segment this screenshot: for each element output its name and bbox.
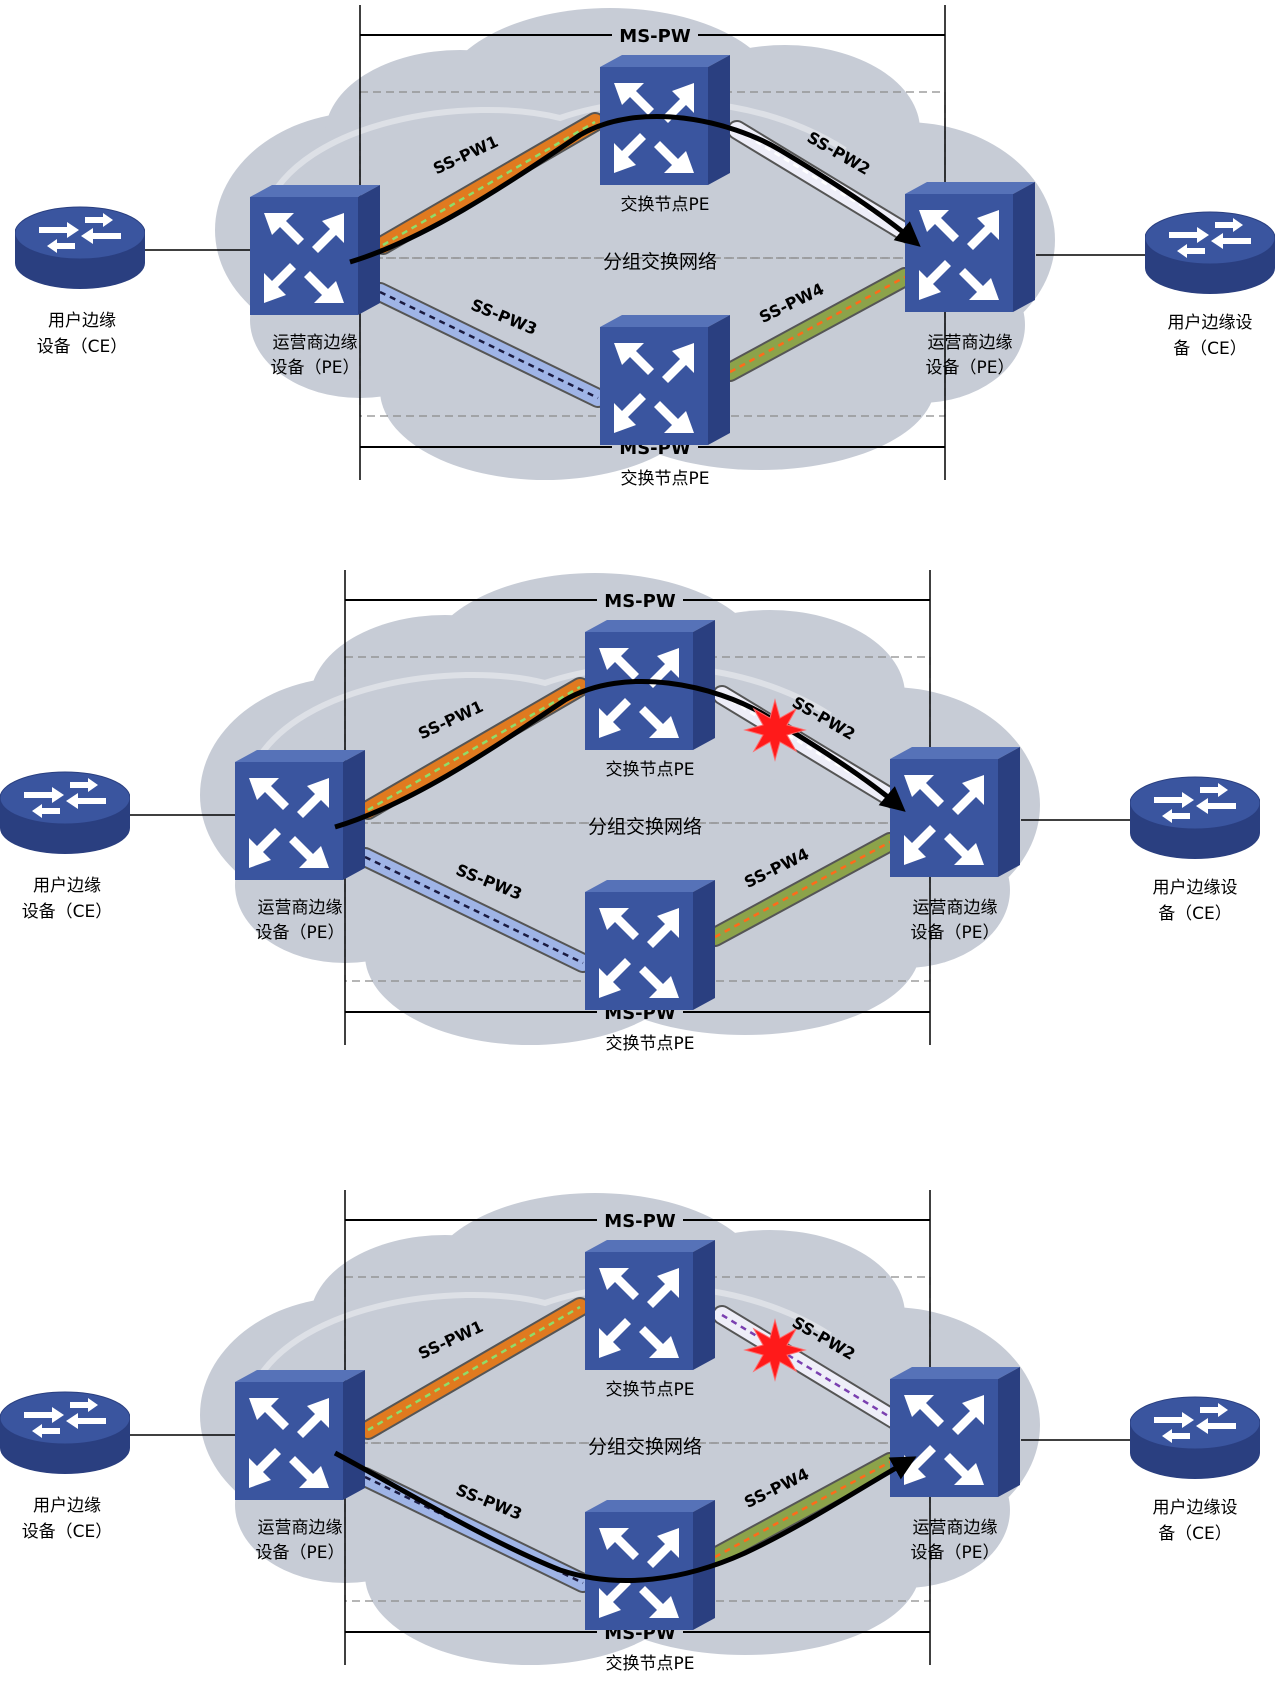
network-label: 分组交换网络 [588,816,702,838]
pseudowire-ss-pw3 [355,847,593,973]
pe-left-label-line2: 设备（PE） [271,358,360,378]
ce-left-label-line1: 用户边缘 [48,311,116,331]
ce-right-label-line1: 用户边缘设 [1153,878,1238,898]
ce-router-right-icon [1130,776,1260,860]
switch-node-pe-bottom-icon [585,880,715,1010]
pe-left-label-line1: 运营商边缘 [273,333,358,353]
ce-router-left-icon [0,771,130,855]
pe-right-label-line1: 运营商边缘 [913,898,998,918]
pseudowire-ss-pw1 [373,112,605,255]
network-label: 分组交换网络 [588,1436,702,1458]
ms-pw-bracket: MS-PW [360,26,945,47]
switch-pe-top-label: 交换节点PE [621,195,710,215]
switch-pe-top-label: 交换节点PE [606,1380,695,1400]
pe-right-label-line1: 运营商边缘 [913,1518,998,1538]
pseudowire-ss-pw1 [358,677,590,820]
ce-router-left-icon [15,206,145,290]
ms-pw-bracket: MS-PW [345,1211,930,1232]
pe-left-label-line2: 设备（PE） [256,1543,345,1563]
ce-router-right-icon [1145,211,1275,295]
switch-pe-top-label: 交换节点PE [606,760,695,780]
pseudowire-ss-pw4 [720,267,915,382]
switch-pe-bottom-label: 交换节点PE [621,469,710,489]
ms-pw-label: MS-PW [604,1211,676,1232]
pe-left-label-line2: 设备（PE） [256,923,345,943]
switch-node-pe-bottom-icon [585,1500,715,1630]
pe-device-right-icon [890,1367,1020,1497]
pe-device-right-icon [905,182,1035,312]
ce-right-label-line1: 用户边缘设 [1168,313,1253,333]
active-path-arrow [334,679,906,830]
pseudowire-ss-pw2 [712,1305,905,1430]
switch-pe-bottom-label: 交换节点PE [606,1034,695,1054]
ms-pw-bracket: MS-PW [345,591,930,612]
pe-device-left-icon [235,1370,365,1500]
pe-device-left-icon [235,750,365,880]
pseudowire-ss-pw4 [705,1452,900,1567]
fault-star-icon [743,1318,807,1382]
pe-right-label-line2: 设备（PE） [926,358,1015,378]
pe-right-label-line1: 运营商边缘 [928,333,1013,353]
active-path-arrow [333,1450,917,1584]
ce-left-label-line1: 用户边缘 [33,876,101,896]
ce-router-right-icon [1130,1396,1260,1480]
switch-node-pe-bottom-icon [600,315,730,445]
pseudowire-ss-pw3 [370,282,608,408]
pe-right-label-line2: 设备（PE） [911,1543,1000,1563]
ce-left-label-line2: 设备（CE） [22,1522,113,1542]
ce-left-label-line1: 用户边缘 [33,1496,101,1516]
switch-pe-bottom-label: 交换节点PE [606,1654,695,1674]
pe-left-label-line1: 运营商边缘 [258,1518,343,1538]
ce-router-left-icon [0,1391,130,1475]
active-path-arrow [349,114,921,265]
ce-right-label-line2: 备（CE） [1173,339,1247,359]
ce-right-label-line2: 备（CE） [1158,1524,1232,1544]
pseudowire-ss-pw1 [358,1297,590,1440]
ce-left-label-line2: 设备（CE） [22,902,113,922]
ms-pw-label: MS-PW [604,591,676,612]
network-label: 分组交换网络 [603,251,717,273]
ce-right-label-line1: 用户边缘设 [1153,1498,1238,1518]
ce-left-label-line2: 设备（CE） [37,337,128,357]
ms-pw-label: MS-PW [619,26,691,47]
pseudowire-ss-pw4 [705,832,900,947]
pe-device-right-icon [890,747,1020,877]
switch-node-pe-top-icon [585,1240,715,1370]
pe-right-label-line2: 设备（PE） [911,923,1000,943]
pe-left-label-line1: 运营商边缘 [258,898,343,918]
fault-star-icon [743,698,807,762]
ce-right-label-line2: 备（CE） [1158,904,1232,924]
pe-device-left-icon [250,185,380,315]
